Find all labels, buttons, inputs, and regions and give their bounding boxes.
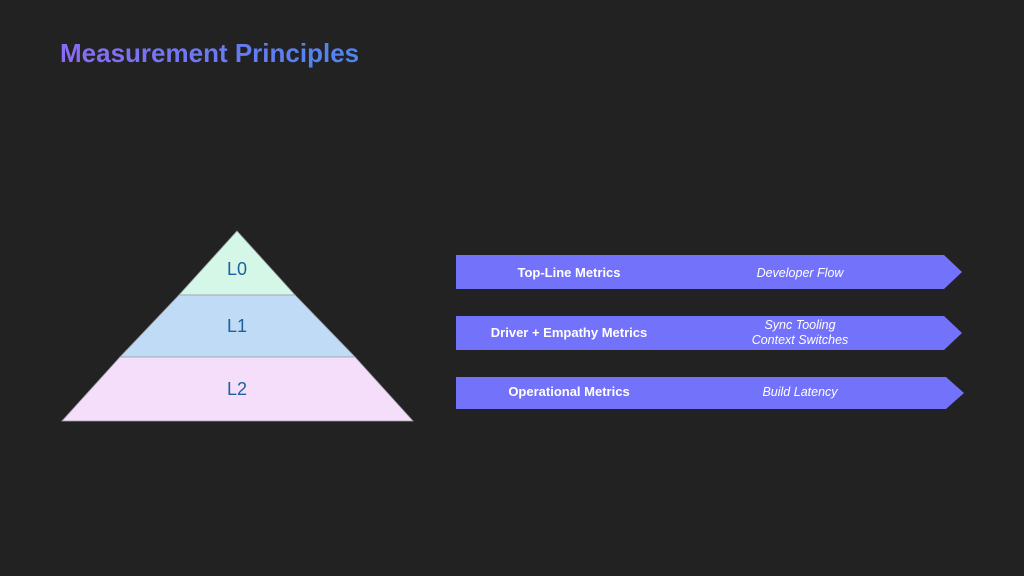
metric-row-operational: Operational Metrics Build Latency [456, 377, 964, 409]
pyramid: L0 L1 L2 [61, 230, 414, 422]
metric-name: Operational Metrics [508, 384, 629, 399]
pyramid-label-l0: L0 [227, 259, 247, 279]
pyramid-label-l1: L1 [227, 316, 247, 336]
arrow-bar [456, 377, 964, 409]
slide-title: Measurement Principles [60, 38, 360, 68]
metric-row-top-line: Top-Line Metrics Developer Flow [456, 255, 962, 289]
metric-row-driver-empathy: Driver + Empathy Metrics Sync Tooling Co… [456, 316, 962, 350]
metric-name: Top-Line Metrics [517, 265, 620, 280]
metric-detail: Context Switches [752, 333, 849, 347]
arrow-bar [456, 316, 962, 350]
metric-detail: Sync Tooling [764, 318, 835, 332]
pyramid-label-l2: L2 [227, 379, 247, 399]
metric-detail: Developer Flow [757, 266, 845, 280]
arrow-bar [456, 255, 962, 289]
pyramid-level-l2 [61, 356, 414, 422]
metric-name: Driver + Empathy Metrics [491, 325, 647, 340]
metric-detail: Build Latency [762, 385, 838, 399]
